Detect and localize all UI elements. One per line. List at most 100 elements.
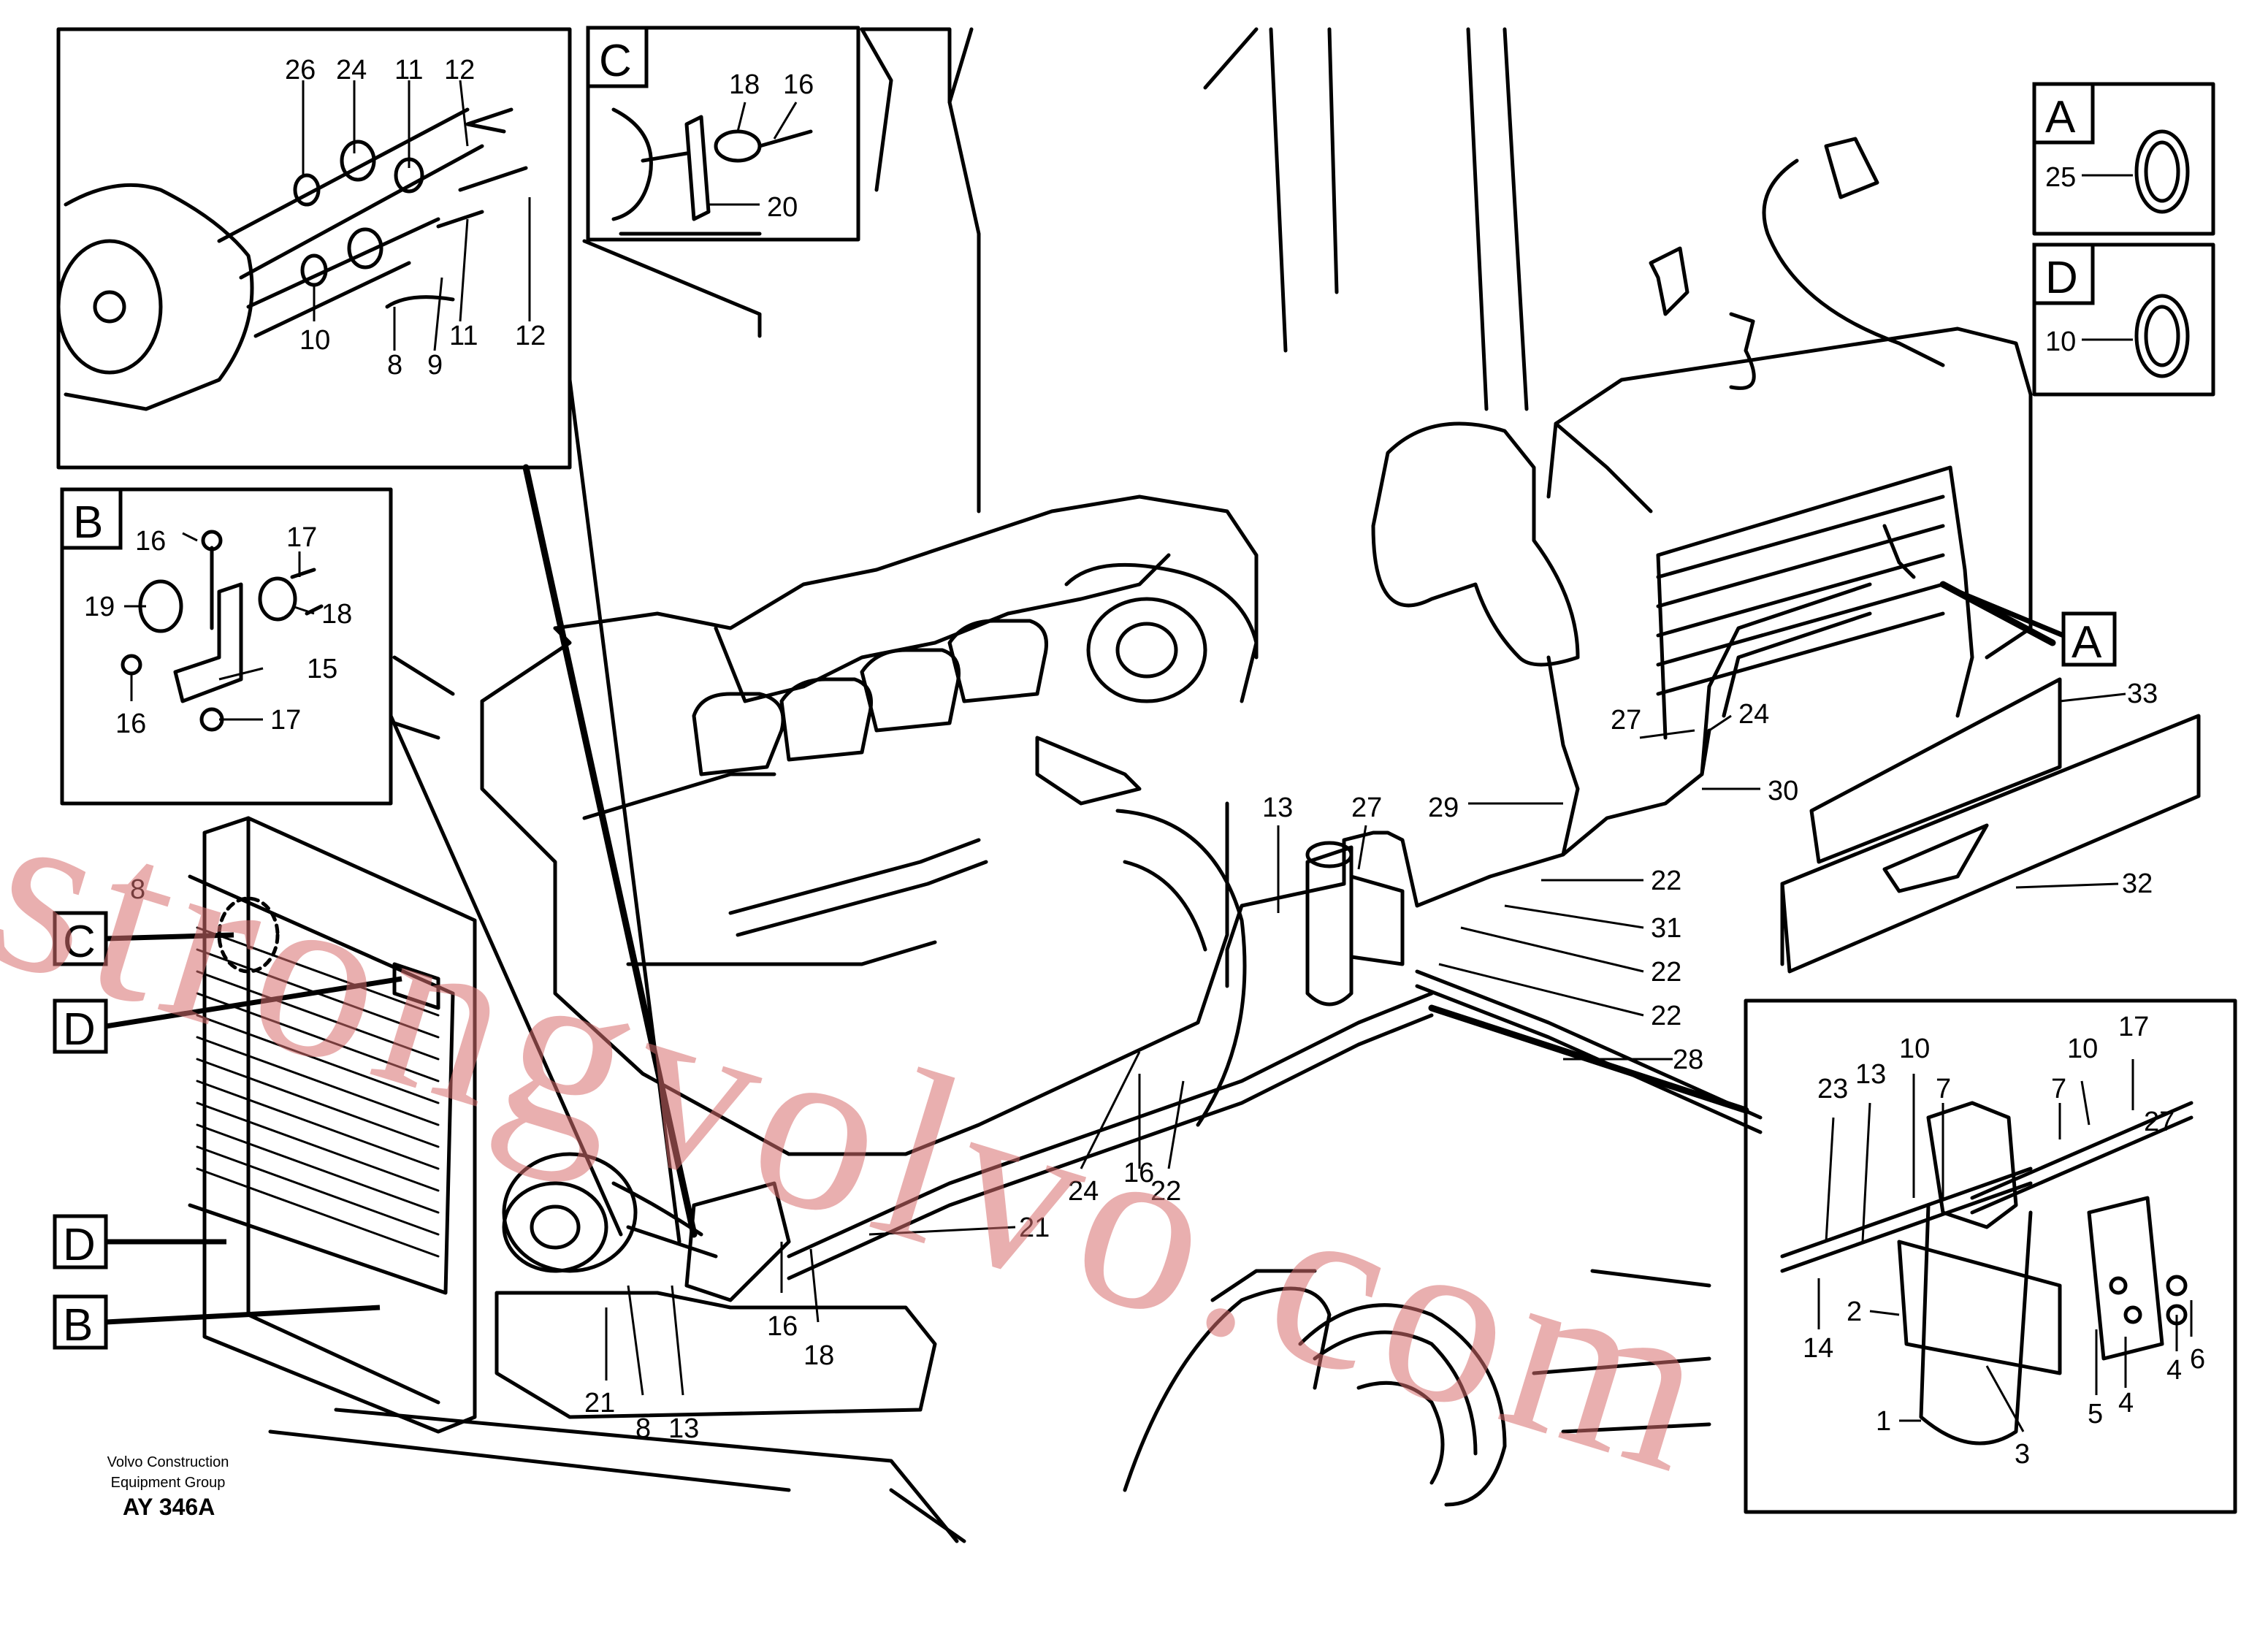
- inset-frame-a: [2032, 82, 2215, 236]
- bracket-b-detail: [121, 530, 324, 732]
- callout-a-main: A: [2072, 617, 2102, 668]
- label-24: 24: [336, 55, 367, 85]
- label-16-m2: 16: [767, 1311, 798, 1342]
- label-10-d2: 10: [2067, 1034, 2098, 1064]
- label-18: 18: [729, 69, 760, 100]
- label-16-b2: 16: [115, 709, 146, 739]
- label-18-m: 18: [803, 1340, 834, 1371]
- label-6: 6: [2190, 1344, 2205, 1375]
- label-8-m: 8: [130, 874, 145, 905]
- inset-frame-drier: [1744, 998, 2237, 1514]
- callout-d-main: D: [63, 1004, 96, 1055]
- o-ring-a: [2134, 129, 2190, 214]
- callout-a-inset: A: [2045, 92, 2076, 142]
- label-leaders: [124, 80, 2193, 1432]
- label-27-m: 27: [1351, 793, 1382, 823]
- callout-box-d-inset: [2032, 243, 2095, 305]
- callout-d-inset: D: [2045, 253, 2078, 303]
- label-15: 15: [307, 654, 337, 684]
- callout-d-lower: D: [63, 1220, 96, 1270]
- o-ring-d-inner: [2144, 305, 2180, 367]
- drier-detail: [1780, 1101, 2193, 1446]
- label-4-a: 4: [2118, 1388, 2134, 1418]
- callout-box-a-main: [2061, 611, 2117, 667]
- label-27-m2: 27: [1611, 705, 1641, 736]
- credit-line-2: Equipment Group: [110, 1475, 226, 1491]
- callout-box-c-main: [53, 911, 108, 966]
- callout-box-b-inset: [60, 487, 123, 550]
- label-10-d1: 10: [1899, 1034, 1930, 1064]
- label-28: 28: [1673, 1045, 1703, 1075]
- label-23: 23: [1817, 1074, 1848, 1104]
- brackets: [1780, 677, 2201, 974]
- label-17-b2: 17: [270, 705, 301, 736]
- labels-top-left-inset: 26 24 11 12 10 8 9 11 12: [285, 55, 546, 381]
- label-8-m2: 8: [635, 1413, 651, 1444]
- label-11: 11: [394, 55, 423, 85]
- inset-frame-c: [586, 26, 860, 242]
- label-27-d: 27: [2144, 1107, 2175, 1137]
- label-21-a: 21: [1019, 1213, 1050, 1243]
- drawing-reference: AY 346A: [123, 1494, 215, 1520]
- labels-inset-b: 16 17 19 18 15 16 17: [84, 522, 352, 739]
- label-24-m: 24: [1738, 699, 1769, 730]
- label-16-b: 16: [135, 526, 166, 557]
- labels-inset-c: 18 16 20: [729, 69, 814, 223]
- callout-box-b-main: [53, 1294, 108, 1350]
- label-29: 29: [1428, 793, 1459, 823]
- label-11b: 11: [449, 321, 478, 351]
- label-24-m2: 24: [1068, 1176, 1099, 1207]
- floor-lines: [268, 655, 966, 1543]
- o-ring-d: [2134, 294, 2190, 378]
- label-16-m: 16: [1123, 1158, 1154, 1188]
- label-20: 20: [767, 192, 798, 223]
- label-17-b: 17: [286, 522, 317, 553]
- label-7-d1: 7: [1936, 1074, 1951, 1104]
- label-21-b: 21: [584, 1388, 615, 1418]
- label-12b: 12: [515, 321, 546, 351]
- label-1: 1: [1876, 1406, 1891, 1437]
- callout-letters: C D D B A C B A D: [53, 26, 2117, 1351]
- label-22-m: 22: [1150, 1176, 1181, 1207]
- label-13-m2: 13: [668, 1413, 699, 1444]
- label-22-b: 22: [1651, 957, 1681, 988]
- label-14: 14: [1803, 1333, 1833, 1364]
- callout-b-main: B: [63, 1300, 93, 1351]
- inset-frame-d: [2032, 243, 2215, 397]
- label-8: 8: [387, 350, 402, 381]
- callout-box-d-lower: [53, 1214, 108, 1269]
- cab-structure: [582, 27, 1529, 513]
- inset-frame-detail: [56, 27, 572, 470]
- label-10-d: 10: [2045, 327, 2076, 357]
- label-13-m: 13: [1262, 793, 1293, 823]
- alternator-detail: [56, 107, 528, 411]
- radiator: [188, 816, 477, 1434]
- label-5: 5: [2088, 1399, 2103, 1429]
- label-30: 30: [1768, 776, 1798, 806]
- label-16: 16: [783, 69, 814, 100]
- label-18-b: 18: [321, 599, 352, 630]
- label-10: 10: [299, 325, 330, 356]
- leader-detail: [522, 464, 698, 1238]
- evaporator-unit: [1371, 137, 2033, 740]
- refrigerant-hoses: [787, 582, 1872, 1280]
- credit: Volvo Construction Equipment Group: [102, 1452, 234, 1493]
- label-9: 9: [427, 350, 443, 381]
- callout-leaders: [105, 589, 2065, 1325]
- engine-block: [480, 494, 1259, 1419]
- leader-b: [389, 714, 623, 1237]
- inset-frame-b: [60, 487, 393, 806]
- label-3: 3: [2015, 1439, 2030, 1470]
- label-22-a: 22: [1651, 866, 1681, 896]
- callout-box-c-inset: [586, 26, 649, 88]
- label-12: 12: [444, 55, 475, 85]
- label-13-d: 13: [1855, 1059, 1886, 1090]
- label-22-c: 22: [1651, 1001, 1681, 1031]
- axle-wheel: [1123, 1269, 1711, 1507]
- callout-c-main: C: [63, 917, 96, 967]
- callout-c-inset: C: [599, 36, 632, 86]
- label-26: 26: [285, 55, 316, 85]
- receiver-drier: [1305, 841, 1405, 1007]
